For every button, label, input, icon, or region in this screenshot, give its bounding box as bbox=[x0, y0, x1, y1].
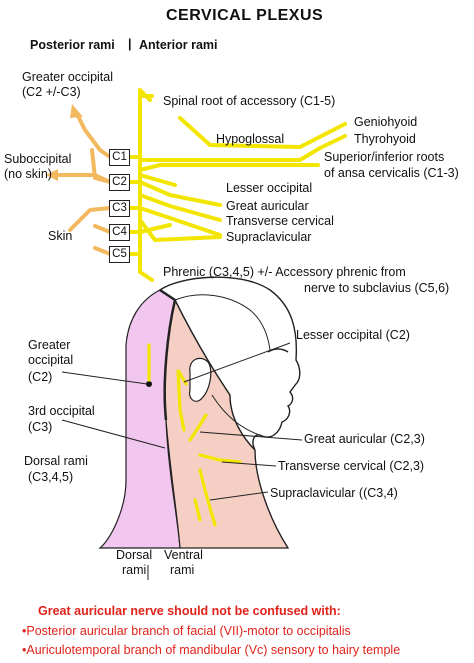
head-label-dorsal-bottom: Dorsal bbox=[116, 548, 153, 562]
label-accessory-phrenic: nerve to subclavius (C5,6) bbox=[304, 281, 450, 295]
segment-box-c3: C3 bbox=[109, 200, 130, 217]
jaw-line bbox=[211, 394, 263, 437]
head-outline bbox=[158, 276, 301, 451]
head-label-greater: Greater bbox=[28, 338, 71, 352]
ear bbox=[189, 357, 212, 402]
header-divider: | bbox=[128, 37, 132, 51]
head-label-lesser-occipital: Lesser occipital (C2) bbox=[296, 328, 410, 342]
segment-box-c1: C1 bbox=[109, 149, 130, 166]
head-label-dorsal-bottom-rami: rami bbox=[122, 563, 147, 577]
header-posterior-rami: Posterior rami bbox=[30, 38, 115, 52]
label-skin: Skin bbox=[48, 229, 73, 243]
label-spinal-accessory: Spinal root of accessory (C1-5) bbox=[163, 94, 336, 108]
label-suboccipital: Suboccipital bbox=[4, 152, 72, 166]
head-label-dorsal-rami-roots: (C3,4,5) bbox=[28, 470, 74, 484]
label-thyrohyoid: Thyrohyoid bbox=[354, 132, 416, 146]
segment-box-c4: C4 bbox=[109, 224, 130, 241]
head-label-ventral-bottom: Ventral bbox=[164, 548, 203, 562]
header-anterior-rami: Anterior rami bbox=[139, 38, 218, 52]
label-ansa-cervicalis: of ansa cervicalis (C1-3) bbox=[324, 166, 459, 180]
head-label-occipital: occipital bbox=[28, 353, 74, 367]
head-label-dorsal-rami: Dorsal rami bbox=[24, 454, 88, 468]
neck-outline bbox=[254, 449, 289, 549]
head-label-transverse-cervical: Transverse cervical (C2,3) bbox=[278, 459, 425, 473]
dorsal-ventral-boundary bbox=[159, 288, 177, 421]
note-heading: Great auricular nerve should not be conf… bbox=[38, 604, 341, 618]
head-label-third-occipital: 3rd occipital bbox=[28, 404, 95, 418]
eye bbox=[267, 348, 289, 353]
pointer-lines bbox=[61, 342, 303, 580]
head-label-ventral-bottom-rami: rami bbox=[170, 563, 195, 577]
label-greater-occipital: Greater occipital bbox=[22, 70, 114, 84]
head-label-c2: (C2) bbox=[28, 370, 53, 384]
head-nerves bbox=[147, 343, 242, 527]
page-title: CERVICAL PLEXUS bbox=[166, 7, 324, 24]
note-line-posterior-auricular: •Posterior auricular branch of facial (V… bbox=[22, 624, 351, 638]
head-label-great-auricular: Great auricular (C2,3) bbox=[304, 432, 425, 446]
arrow-head-suboccipital bbox=[46, 169, 58, 181]
segment-box-c5: C5 bbox=[109, 246, 130, 263]
label-phrenic: Phrenic (C3,4,5) +/- Accessory phrenic f… bbox=[163, 265, 406, 279]
head-label-third-occipital-c3: (C3) bbox=[28, 420, 53, 434]
hairline bbox=[174, 294, 271, 351]
label-transverse-cervical: Transverse cervical bbox=[226, 214, 334, 228]
segment-box-c2: C2 bbox=[109, 174, 130, 191]
label-supraclavicular: Supraclavicular bbox=[226, 230, 312, 244]
label-lesser-occipital: Lesser occipital bbox=[226, 181, 313, 195]
label-hypoglossal: Hypoglossal bbox=[216, 132, 285, 146]
label-great-auricular: Great auricular bbox=[226, 199, 309, 213]
label-greater-occipital-roots: (C2 +/-C3) bbox=[22, 85, 81, 99]
label-geniohyoid: Geniohyoid bbox=[354, 115, 418, 129]
note-line-auriculotemporal: •Auriculotemporal branch of mandibular (… bbox=[22, 643, 401, 657]
posterior-rami-nerves bbox=[53, 110, 112, 256]
arrow-head-greater-occipital bbox=[70, 104, 83, 118]
label-suboccipital-note: (no skin) bbox=[4, 167, 52, 181]
anterior-rami-nerves bbox=[126, 88, 347, 282]
occipital-foramen-dot bbox=[146, 381, 152, 387]
label-ansa-roots: Superior/inferior roots bbox=[324, 150, 445, 164]
head-label-supraclavicular: Supraclavicular ((C3,4) bbox=[270, 486, 398, 500]
